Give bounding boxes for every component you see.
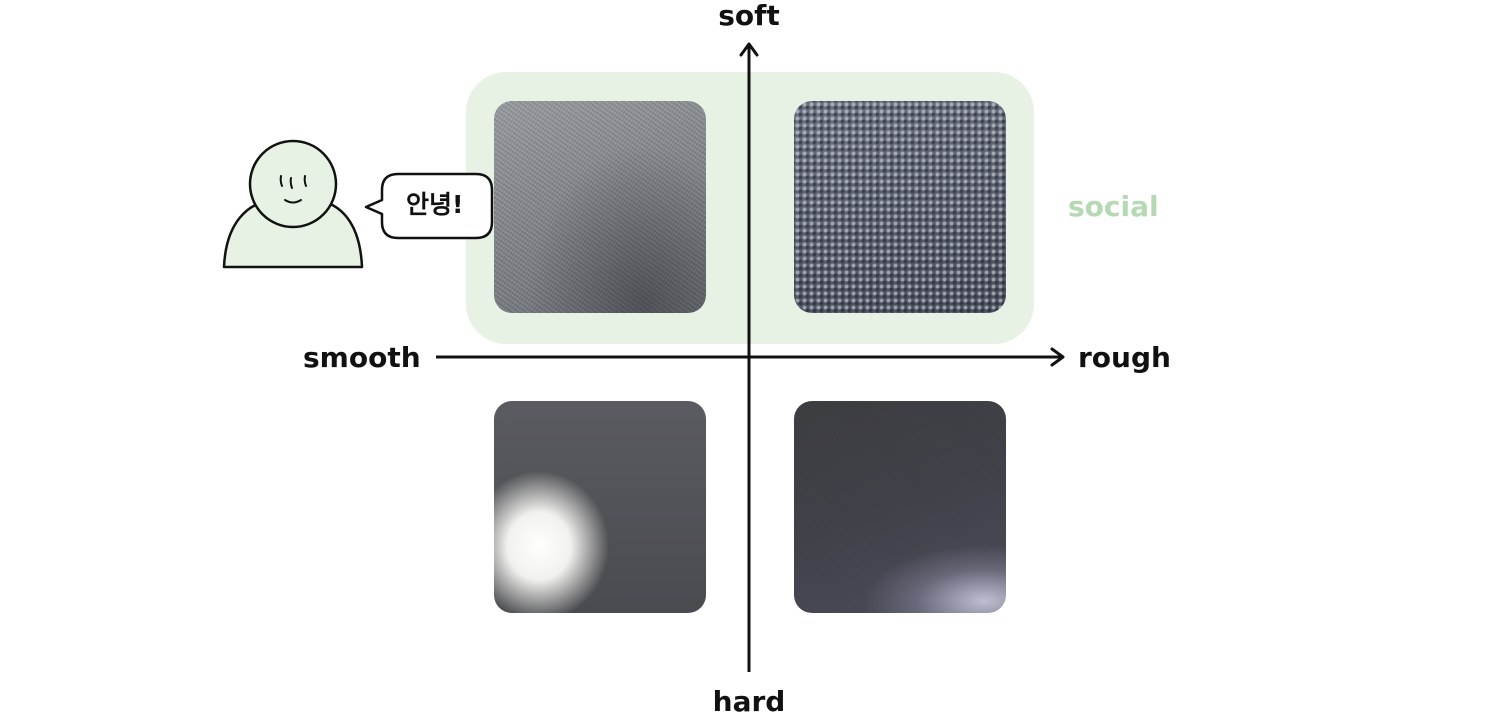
speech-bubble [364, 172, 494, 240]
region-label-social: social [1068, 190, 1159, 223]
axis-label-hard: hard [712, 685, 786, 718]
person-icon [222, 139, 364, 269]
swatch-hard-rough [794, 401, 1006, 613]
swatch-soft-rough [794, 101, 1006, 313]
speech-text: 안녕! [406, 190, 464, 219]
axis-label-soft: soft [718, 0, 780, 32]
horizontal-axis [436, 347, 1065, 367]
axis-label-smooth: smooth [303, 341, 421, 374]
swatch-soft-smooth [494, 101, 706, 313]
axis-label-rough: rough [1078, 341, 1171, 374]
swatch-hard-smooth [494, 401, 706, 613]
